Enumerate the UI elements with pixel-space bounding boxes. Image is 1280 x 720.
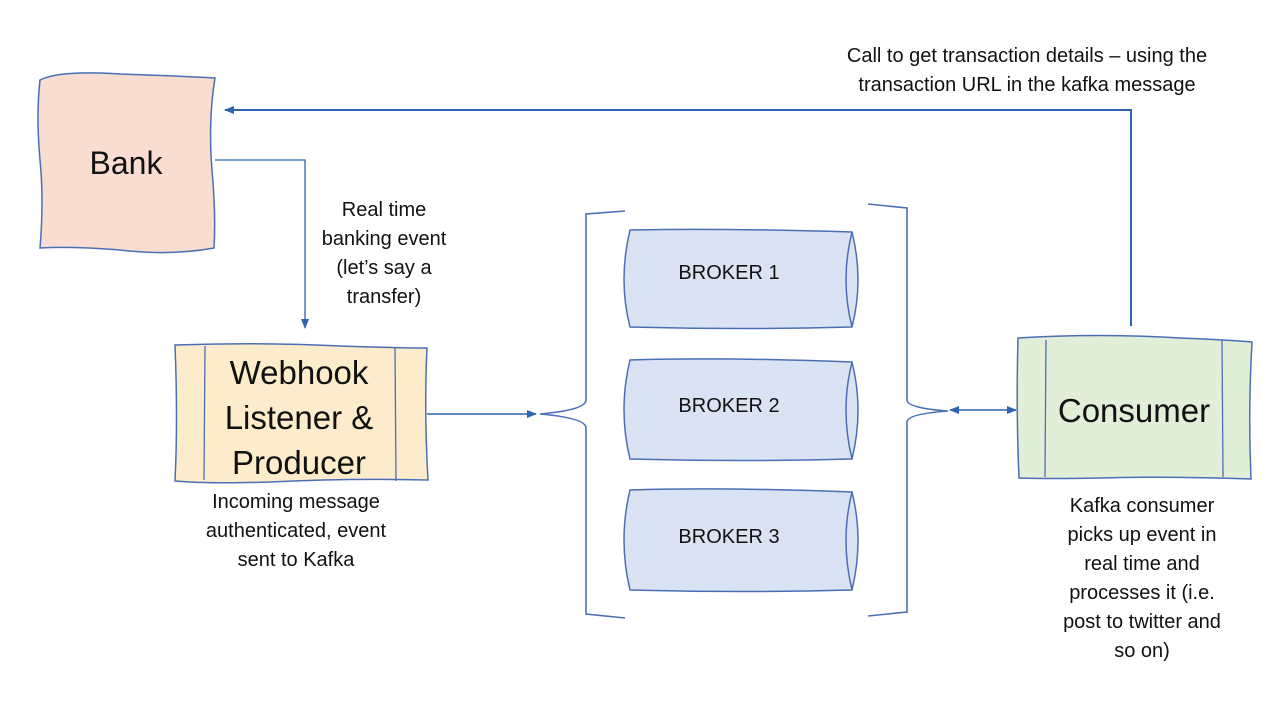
banking-event-caption: Real time banking event (let’s say a tra… <box>310 196 458 312</box>
webhook-label: Webhook Listener & Producer <box>190 350 408 485</box>
edge-consumer-to-bank <box>224 106 1132 326</box>
incoming-line-2: authenticated, event <box>205 520 387 542</box>
consumer-desc-line-4: processes it (i.e. <box>1069 582 1215 604</box>
broker-2-label: BROKER 2 <box>678 395 780 417</box>
consumer-left-divider <box>1044 339 1047 478</box>
webhook-right-divider <box>394 346 397 482</box>
broker-2-cylinder <box>623 358 859 462</box>
edge-bank-to-webhook <box>215 159 309 329</box>
webhook-label-line-3: Producer <box>232 444 366 481</box>
banking-event-line-3: (let’s say a <box>336 257 432 279</box>
consumer-description-caption: Kafka consumer picks up event in real ti… <box>1034 492 1250 666</box>
banking-event-line-2: banking event <box>321 228 447 250</box>
webhook-left-divider <box>203 345 206 481</box>
consumer-label: Consumer <box>1057 392 1211 429</box>
consumer-desc-line-5: post to twitter and <box>1063 611 1221 633</box>
webhook-box <box>174 342 429 484</box>
cluster-right-bracket <box>867 203 949 617</box>
consumer-desc-line-2: picks up event in <box>1067 524 1217 546</box>
broker-1-label: BROKER 1 <box>678 262 780 284</box>
consumer-desc-line-6: so on) <box>1114 640 1170 662</box>
consumer-desc-line-3: real time and <box>1084 553 1200 575</box>
broker-3-label: BROKER 3 <box>678 526 780 548</box>
incoming-line-3: sent to Kafka <box>237 549 355 571</box>
callback-caption: Call to get transaction details – using … <box>800 42 1254 100</box>
incoming-line-1: Incoming message <box>212 491 380 513</box>
webhook-label-line-1: Webhook <box>229 354 369 391</box>
broker-1-cylinder <box>623 228 859 330</box>
consumer-desc-line-1: Kafka consumer <box>1069 495 1215 517</box>
incoming-message-caption: Incoming message authenticated, event se… <box>180 488 412 575</box>
banking-event-line-4: transfer) <box>346 286 422 308</box>
callback-caption-line-1: Call to get transaction details – using … <box>846 45 1208 67</box>
cluster-left-bracket <box>539 210 626 619</box>
callback-caption-line-2: transaction URL in the kafka message <box>858 74 1196 96</box>
bank-box <box>37 72 216 254</box>
bank-label: Bank <box>89 145 163 181</box>
webhook-label-line-2: Listener & <box>224 399 374 436</box>
consumer-right-divider <box>1221 339 1224 478</box>
consumer-box <box>1016 334 1253 480</box>
banking-event-line-1: Real time <box>341 199 427 221</box>
broker-3-cylinder <box>623 488 859 593</box>
